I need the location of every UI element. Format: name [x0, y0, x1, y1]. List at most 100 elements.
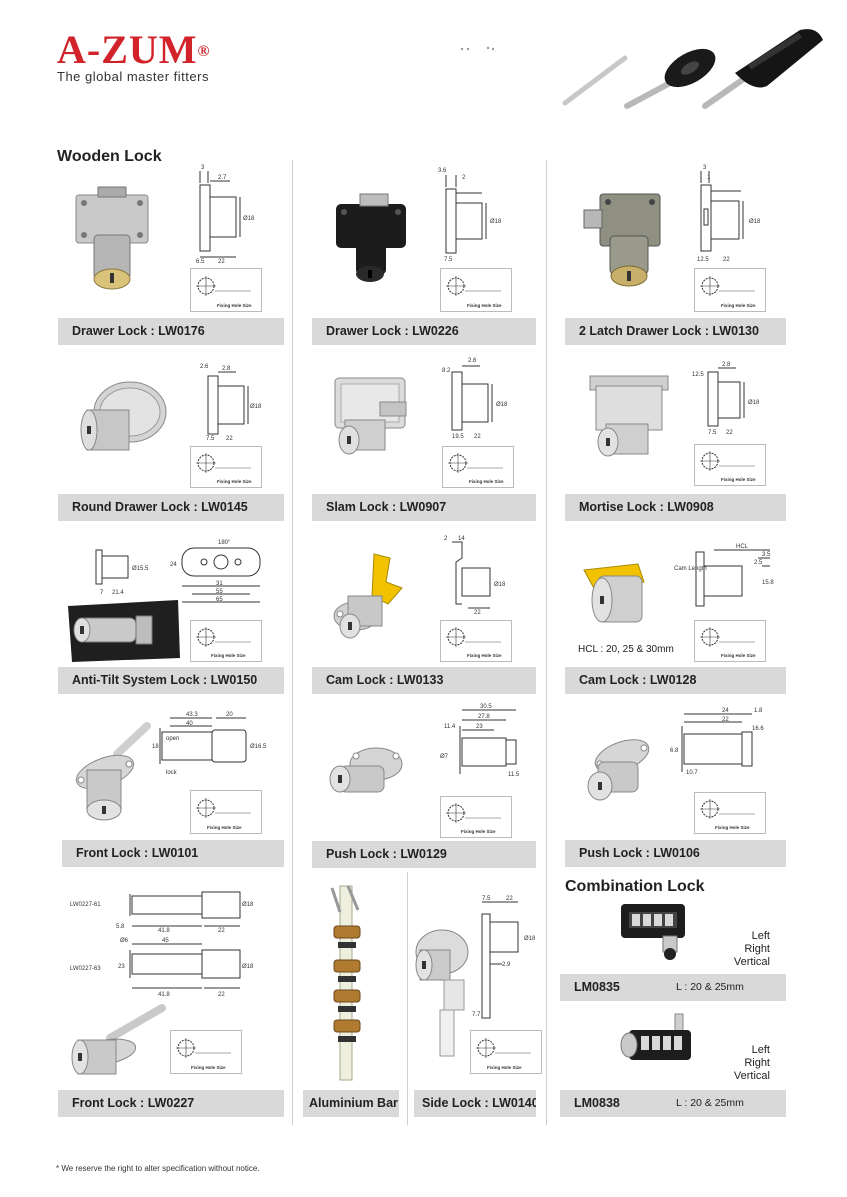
cam-length-label: Cam Length — [674, 566, 707, 572]
svg-text:Fixing Hole Size: Fixing Hole Size — [467, 303, 502, 308]
svg-text:22: 22 — [722, 717, 729, 723]
product-label-lw0106: Push Lock : LW0106 — [565, 840, 786, 867]
svg-text:11.5: 11.5 — [508, 772, 520, 778]
product-label-lw0150: Anti-Tilt System Lock : LW0150 — [58, 667, 284, 694]
svg-text:2.8: 2.8 — [222, 366, 231, 372]
lw0227-63-label: LW0227-63 — [70, 966, 101, 972]
product-photo-lm0838 — [620, 1013, 691, 1060]
fixing-hole-box: Fixing Hole Size — [440, 268, 512, 312]
keys-image — [562, 29, 823, 109]
svg-text:65: 65 — [216, 597, 223, 603]
svg-text:22: 22 — [474, 434, 481, 440]
svg-text:8.2: 8.2 — [442, 368, 451, 374]
svg-text:14: 14 — [458, 536, 465, 542]
svg-text:Ø18: Ø18 — [243, 216, 255, 222]
product-label-lw0130: 2 Latch Drawer Lock : LW0130 — [565, 318, 786, 345]
product-photo-lw0226 — [336, 193, 406, 282]
svg-text:1: 1 — [707, 175, 711, 181]
column-divider — [292, 160, 293, 1125]
product-label-lm0838: LM0838 L : 20 & 25mm — [560, 1090, 786, 1117]
svg-text:22: 22 — [218, 259, 225, 265]
svg-text:Fixing Hole Size: Fixing Hole Size — [211, 653, 246, 658]
svg-text:24: 24 — [722, 708, 729, 714]
svg-text:2: 2 — [462, 175, 466, 181]
lock-label: lock — [166, 770, 178, 776]
svg-text:22: 22 — [726, 430, 733, 436]
fixing-hole-box: Fixing Hole Size — [442, 446, 514, 488]
brand-logo: A-ZUM® — [57, 27, 211, 72]
svg-text:11.4: 11.4 — [444, 724, 456, 730]
svg-text:Fixing Hole Size: Fixing Hole Size — [487, 1065, 522, 1070]
svg-text:6.8: 6.8 — [670, 748, 679, 754]
svg-text:Ø15.5: Ø15.5 — [132, 566, 149, 572]
product-photo-lw0150 — [68, 600, 180, 662]
svg-text:43.3: 43.3 — [186, 712, 198, 718]
svg-text:20: 20 — [226, 712, 233, 718]
svg-text:7.7: 7.7 — [472, 1012, 481, 1018]
svg-text:16.6: 16.6 — [752, 726, 764, 732]
svg-text:Fixing Hole Size: Fixing Hole Size — [207, 825, 242, 830]
svg-text:18: 18 — [152, 744, 159, 750]
fixing-hole-box: Fixing Hole Size — [440, 796, 512, 838]
svg-text:Ø18: Ø18 — [494, 582, 506, 588]
product-photo-lw0145 — [80, 381, 167, 451]
fixing-hole-box: Fixing Hole Size — [694, 620, 766, 662]
lm0838-code: LM0838 — [574, 1096, 620, 1110]
lm0835-length: L : 20 & 25mm — [676, 981, 744, 993]
svg-text:24: 24 — [170, 562, 177, 568]
product-photo-lw0140 — [415, 929, 469, 1057]
svg-text:Ø18: Ø18 — [749, 219, 761, 225]
svg-text:Ø18: Ø18 — [496, 402, 508, 408]
svg-text:1.8: 1.8 — [754, 708, 763, 714]
product-photo-lw0130 — [583, 193, 661, 287]
svg-text:45: 45 — [162, 938, 169, 944]
product-photo-lw0907 — [334, 377, 407, 455]
svg-text:23: 23 — [476, 724, 483, 730]
svg-text:2: 2 — [444, 536, 448, 542]
product-label-lw0129: Push Lock : LW0129 — [312, 841, 536, 868]
open-label: open — [166, 736, 179, 742]
product-label-lw0226: Drawer Lock : LW0226 — [312, 318, 536, 345]
svg-text:22: 22 — [474, 610, 481, 616]
decor-dots — [460, 46, 495, 51]
svg-text:2.9: 2.9 — [502, 962, 511, 968]
hcl-note: HCL : 20, 25 & 30mm — [578, 644, 674, 655]
svg-text:19.5: 19.5 — [452, 434, 464, 440]
product-photo-lw0128 — [583, 563, 645, 623]
product-photo-lw0176 — [75, 186, 149, 290]
svg-text:15.8: 15.8 — [762, 580, 774, 586]
svg-text:6.5: 6.5 — [196, 259, 205, 265]
svg-text:Ø18: Ø18 — [748, 400, 760, 406]
svg-text:Fixing Hole Size: Fixing Hole Size — [191, 1065, 226, 1070]
product-label-lw0140: Side Lock : LW0140 — [414, 1090, 536, 1117]
svg-text:2.8: 2.8 — [722, 362, 731, 368]
svg-text:Ø7: Ø7 — [440, 754, 449, 760]
svg-text:3: 3 — [201, 165, 205, 171]
lm0835-code: LM0835 — [574, 980, 620, 994]
svg-text:Ø18: Ø18 — [490, 219, 502, 225]
svg-text:22: 22 — [218, 992, 225, 998]
product-photo-lw0908 — [589, 375, 669, 457]
product-label-lw0133: Cam Lock : LW0133 — [312, 667, 536, 694]
fixing-hole-box: Fixing Hole Size — [190, 268, 262, 312]
product-photo-lw0227 — [71, 1004, 166, 1075]
svg-text:7.5: 7.5 — [708, 430, 717, 436]
fixing-hole-box: Fixing Hole Size — [694, 792, 766, 834]
svg-text:23: 23 — [118, 964, 125, 970]
product-label-lw0101: Front Lock : LW0101 — [62, 840, 284, 867]
fixing-hole-box: Fixing Hole Size — [440, 620, 512, 662]
column-divider — [407, 872, 408, 1125]
svg-text:Ø18: Ø18 — [242, 902, 254, 908]
product-photo-lw0101 — [75, 722, 151, 821]
svg-text:41.8: 41.8 — [158, 992, 170, 998]
svg-text:7.5: 7.5 — [444, 257, 453, 263]
svg-text:10.7: 10.7 — [686, 770, 698, 776]
svg-text:55: 55 — [216, 589, 223, 595]
svg-text:5.8: 5.8 — [116, 924, 125, 930]
svg-text:22: 22 — [723, 257, 730, 263]
svg-text:22: 22 — [218, 928, 225, 934]
footnote: * We reserve the right to alter specific… — [56, 1164, 260, 1173]
